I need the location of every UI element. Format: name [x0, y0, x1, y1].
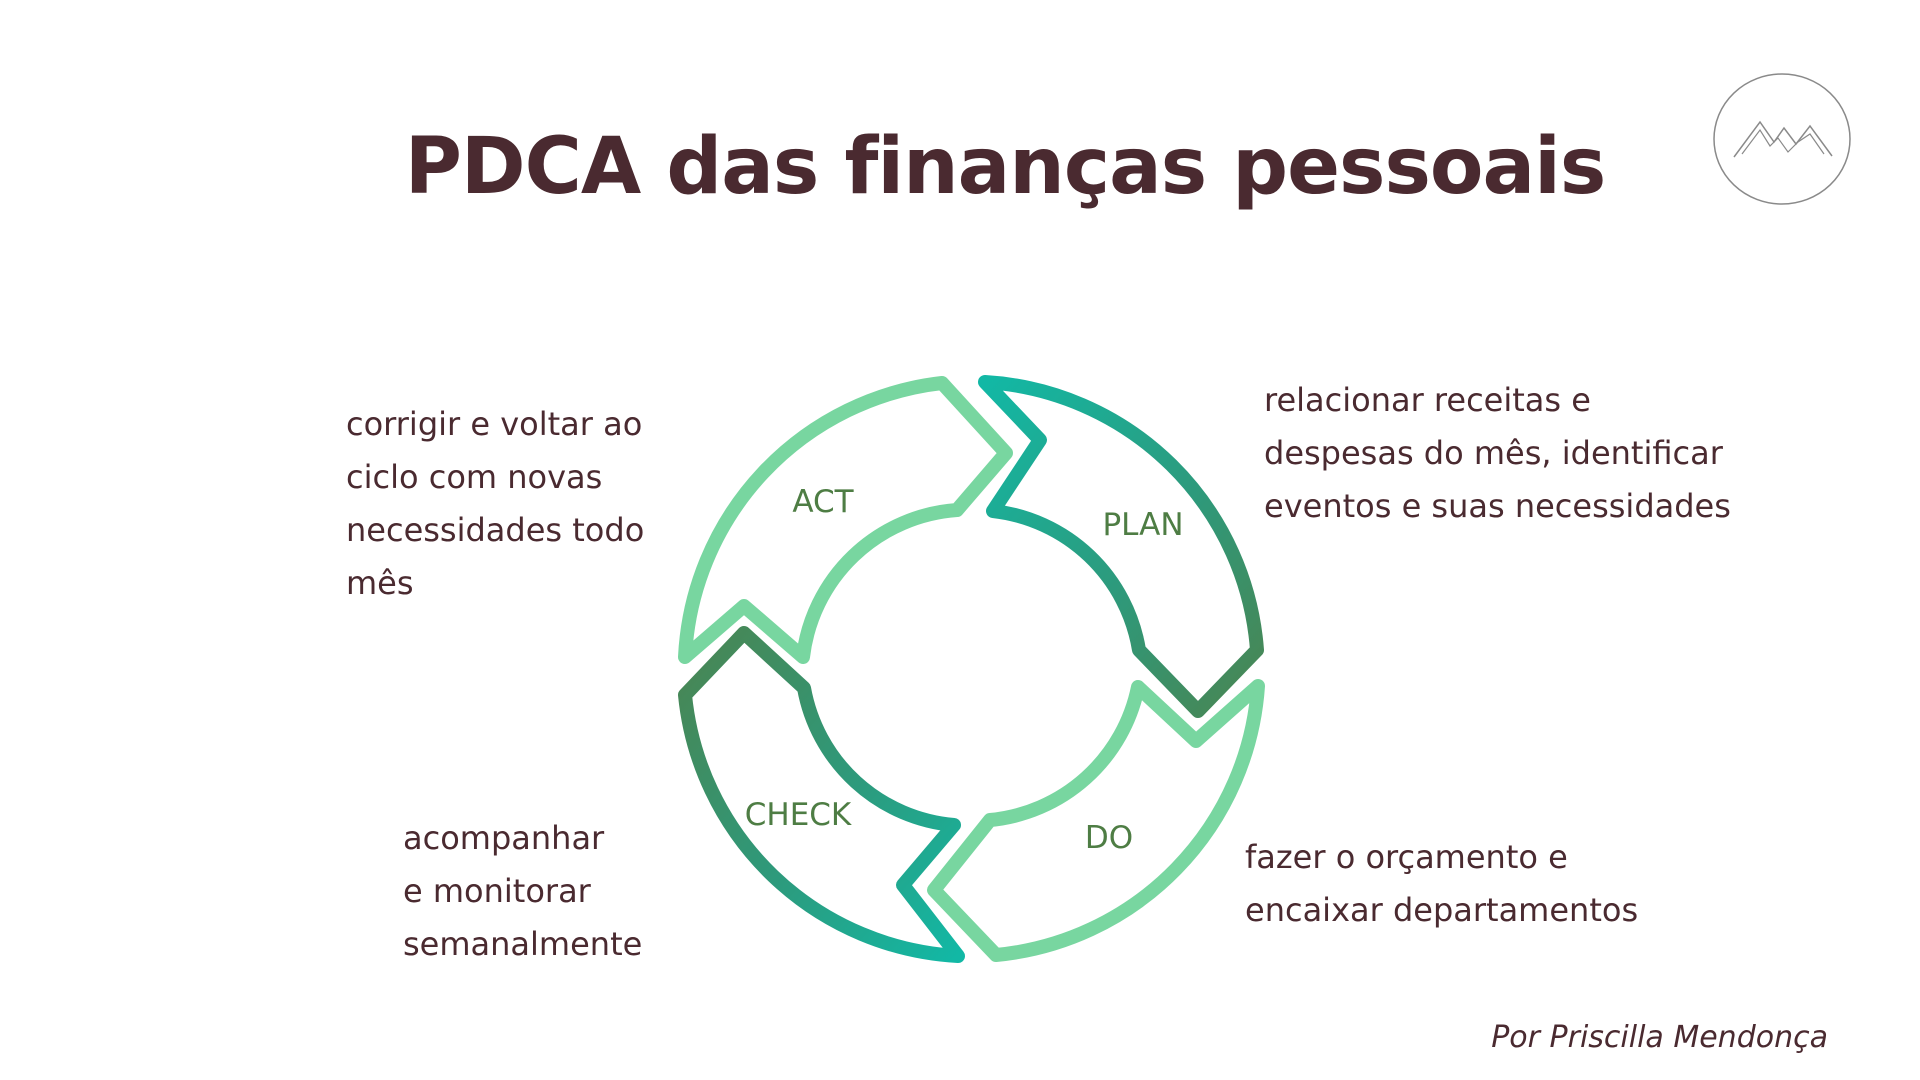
- check-description: acompanhar e monitorar semanalmente: [403, 819, 643, 963]
- do-arrow: [927, 679, 1265, 962]
- mountain-logo-icon: [1713, 73, 1851, 205]
- plan-arrow: [978, 375, 1264, 718]
- check-label: CHECK: [745, 797, 852, 833]
- do-label: DO: [1085, 820, 1133, 856]
- do-description: fazer o orçamento e encaixar departament…: [1245, 838, 1639, 929]
- plan-description: relacionar receitas e despesas do mês, i…: [1264, 381, 1731, 525]
- act-label: ACT: [792, 484, 854, 520]
- page-title: PDCA das finanças pessoais: [404, 122, 1607, 212]
- author-credit: Por Priscilla Mendonça: [1491, 1020, 1828, 1055]
- plan-label: PLAN: [1102, 507, 1183, 543]
- act-description: corrigir e voltar ao ciclo com novas nec…: [346, 405, 645, 602]
- act-arrow: [678, 376, 1013, 664]
- check-arrow: [678, 626, 965, 963]
